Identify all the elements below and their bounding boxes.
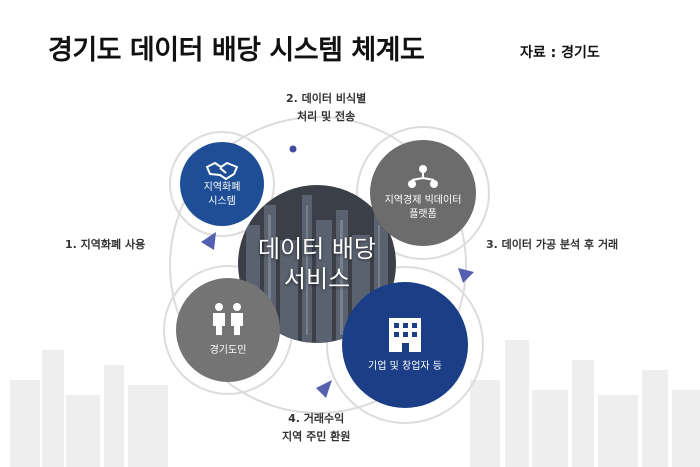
platform-label: 지역경제 빅데이터 플랫폼 <box>384 195 462 220</box>
cycle-dot <box>289 145 297 153</box>
network-icon <box>408 165 438 188</box>
building-icon <box>389 318 421 352</box>
handshake-icon <box>206 162 238 180</box>
step-1-label: 1. 지역화폐 사용 <box>65 238 146 251</box>
local-currency-system-node: 지역화폐 시스템 <box>180 142 264 226</box>
residents-node: 경기도민 <box>176 278 280 382</box>
step-3-label: 3. 데이터 가공 분석 후 거래 <box>486 238 619 251</box>
pay-node-ring <box>169 131 275 237</box>
arrow-step-3 <box>458 268 474 283</box>
bigdata-platform-node: 지역경제 빅데이터 플랫폼 <box>370 140 476 246</box>
residents-label: 경기도민 <box>209 345 247 356</box>
step-2-label: 2. 데이터 비식별 처리 및 전송 <box>286 92 367 123</box>
people-icon <box>213 303 243 335</box>
arrow-step-1 <box>201 232 216 250</box>
center-label: 데이터 배당 서비스 <box>257 235 377 293</box>
page-title: 경기도 데이터 배당 시스템 체계도 <box>48 35 425 66</box>
outer-cycle-ring <box>169 116 467 414</box>
step-4-label: 4. 거래수익 지역 주민 환원 <box>282 412 351 443</box>
source-note: 자료 : 경기도 <box>520 45 600 61</box>
arrow-step-4 <box>316 380 332 398</box>
companies-node: 기업 및 창업자 등 <box>342 282 468 408</box>
corp-node-ring <box>326 266 484 424</box>
companies-label: 기업 및 창업자 등 <box>368 361 442 372</box>
local-currency-label: 지역화폐 시스템 <box>203 182 241 207</box>
